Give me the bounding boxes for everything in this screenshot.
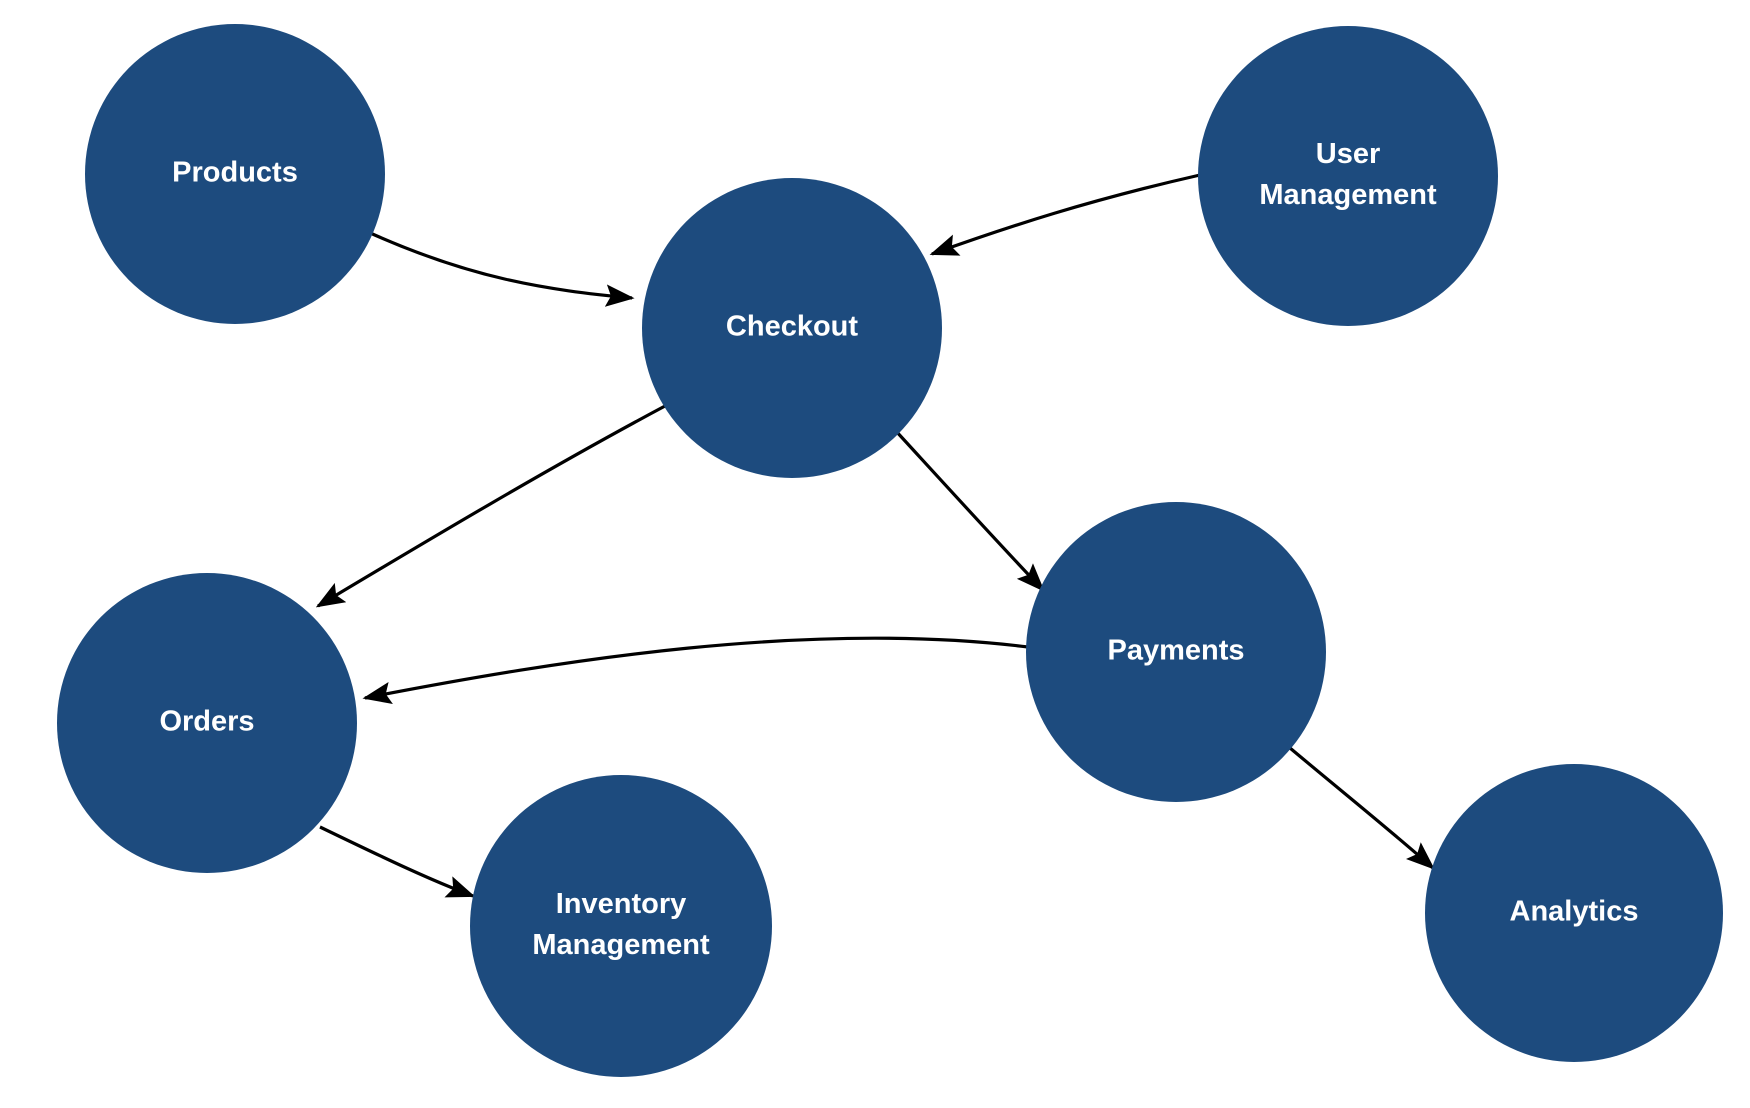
node-circle-products[interactable]	[85, 24, 385, 324]
node-circle-user-management[interactable]	[1198, 26, 1498, 326]
edge-line-with-arrowhead-icon	[893, 428, 1045, 592]
edge-line-with-arrowhead-icon	[315, 404, 666, 608]
edge-hit-area[interactable]	[368, 232, 632, 298]
edge-line-with-arrowhead-icon	[1288, 746, 1435, 870]
edge-checkout-to-orders[interactable]	[315, 404, 666, 608]
edge-payments-to-orders[interactable]	[362, 636, 1029, 704]
edge-checkout-to-payments[interactable]	[893, 428, 1045, 592]
edge-line-with-arrowhead-icon	[929, 173, 1201, 256]
node-circle-analytics[interactable]	[1425, 764, 1723, 1062]
edge-line-with-arrowhead-icon	[362, 636, 1029, 704]
node-analytics[interactable]: Analytics	[1425, 764, 1723, 1062]
node-circle-orders[interactable]	[57, 573, 357, 873]
node-circle-inventory-management[interactable]	[470, 775, 772, 1077]
edge-payments-to-analytics[interactable]	[1288, 746, 1435, 870]
edge-products-to-checkout[interactable]	[367, 230, 635, 307]
edges-layer	[315, 173, 1435, 898]
node-products[interactable]: Products	[85, 24, 385, 324]
edge-orders-to-inventory-management[interactable]	[319, 825, 476, 898]
node-checkout[interactable]: Checkout	[642, 178, 942, 478]
edge-line-with-arrowhead-icon	[319, 825, 476, 898]
node-payments[interactable]: Payments	[1026, 502, 1326, 802]
edge-line-with-arrowhead-icon	[367, 230, 635, 307]
node-circle-payments[interactable]	[1026, 502, 1326, 802]
edge-user-management-to-checkout[interactable]	[929, 173, 1201, 256]
node-orders[interactable]: Orders	[57, 573, 357, 873]
edge-hit-area[interactable]	[932, 175, 1200, 254]
node-circle-checkout[interactable]	[642, 178, 942, 478]
